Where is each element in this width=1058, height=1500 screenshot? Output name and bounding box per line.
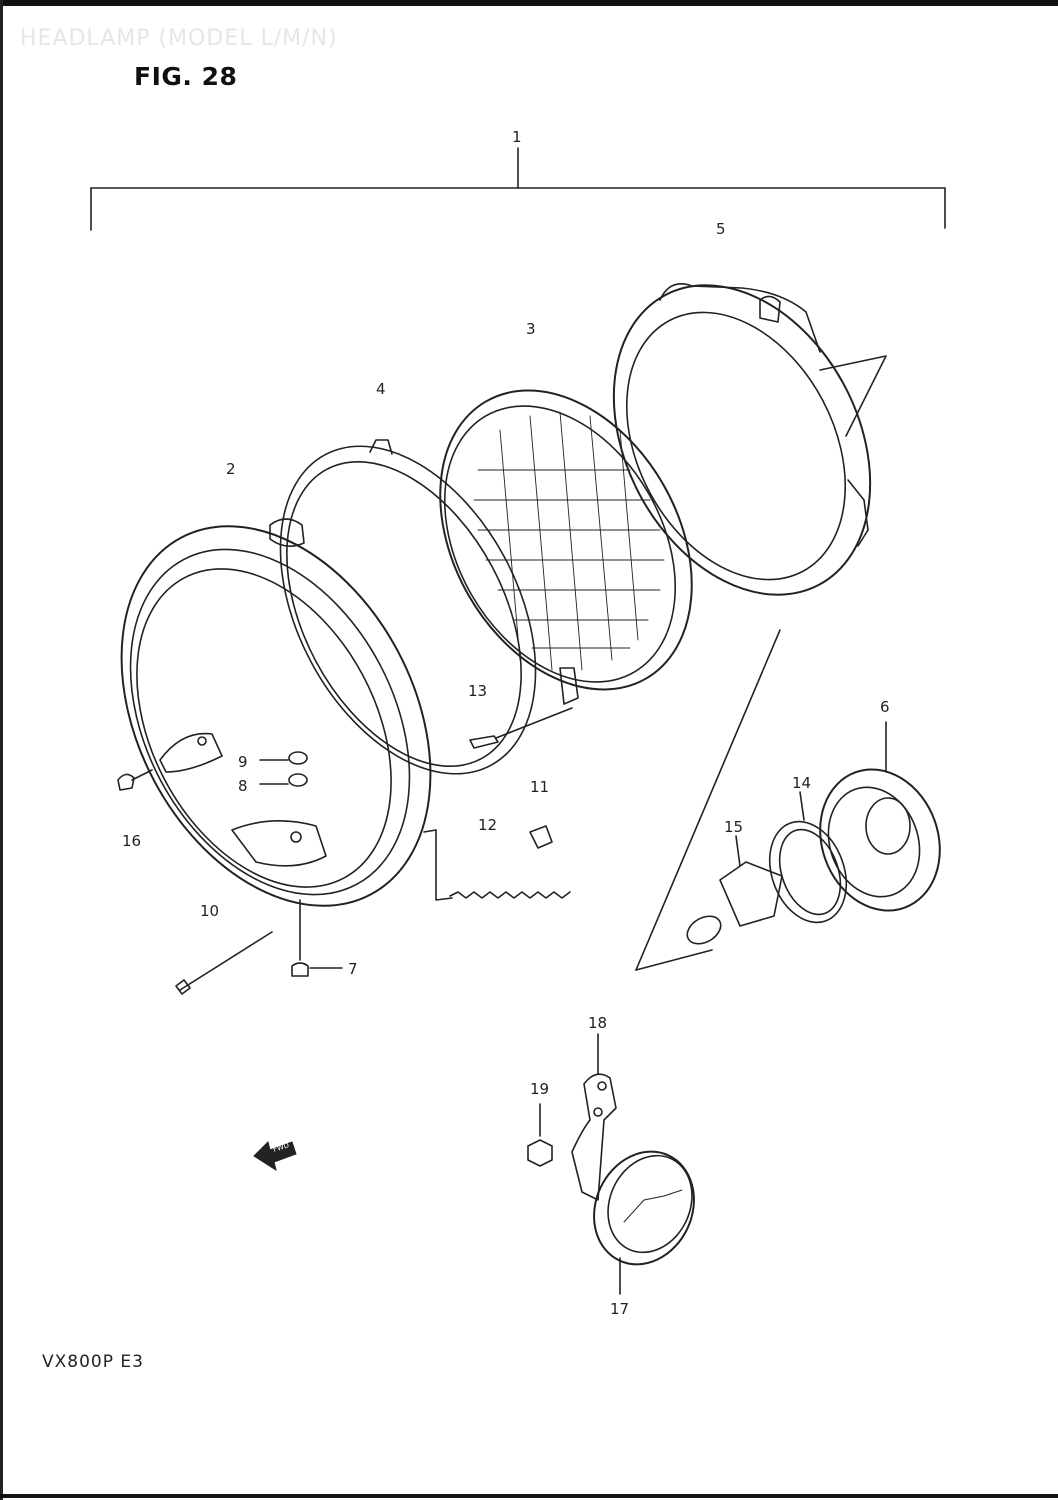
callout-11: 11 xyxy=(530,778,549,796)
callout-17: 17 xyxy=(610,1300,629,1318)
hex-nut xyxy=(527,1103,553,1167)
spring-clip xyxy=(529,825,553,849)
callout-15: 15 xyxy=(724,818,743,836)
headlamp-rim xyxy=(120,518,432,907)
callout-14: 14 xyxy=(792,774,811,792)
callout-9: 9 xyxy=(238,753,248,771)
callout-labels: 1 2 3 4 5 6 7 8 9 10 11 12 13 14 15 16 1… xyxy=(122,128,890,1318)
faded-page-title: HEADLAMP (MODEL L/M/N) xyxy=(20,26,338,51)
rim-screw xyxy=(117,769,153,791)
retaining-ring xyxy=(279,439,537,775)
adjusting-spring xyxy=(423,829,571,901)
adjusting-screw xyxy=(469,707,573,749)
callout-13: 13 xyxy=(468,682,487,700)
halogen-bulb xyxy=(686,835,783,945)
callout-2: 2 xyxy=(226,460,236,478)
bottom-border xyxy=(0,1494,1058,1498)
mounting-bracket xyxy=(571,1033,617,1201)
callout-4: 4 xyxy=(376,380,386,398)
callout-18: 18 xyxy=(588,1014,607,1032)
top-border xyxy=(0,0,1058,6)
headlamp-unit xyxy=(439,389,693,705)
callout-6: 6 xyxy=(880,698,890,716)
model-code-label: VX800P E3 xyxy=(42,1352,144,1372)
callout-1: 1 xyxy=(512,128,522,146)
callout-12: 12 xyxy=(478,816,497,834)
small-screw xyxy=(291,899,343,977)
callout-5: 5 xyxy=(716,220,726,238)
callout-8: 8 xyxy=(238,777,248,795)
callout-16: 16 xyxy=(122,832,141,850)
callout-7: 7 xyxy=(348,960,358,978)
left-border xyxy=(0,0,3,1500)
long-adjusting-screw xyxy=(175,931,273,995)
callout-19: 19 xyxy=(530,1080,549,1098)
emblem-cap xyxy=(593,1150,695,1295)
headlamp-housing xyxy=(612,283,887,596)
callout-10: 10 xyxy=(200,902,219,920)
assembly-bracket xyxy=(90,147,946,231)
assembly-guide-lines xyxy=(635,629,781,971)
callout-3: 3 xyxy=(526,320,536,338)
forward-arrow-icon: FWD xyxy=(253,1141,297,1172)
nut-and-washer xyxy=(259,751,308,787)
socket-cover xyxy=(819,721,941,912)
figure-number: FIG. 28 xyxy=(134,62,238,91)
bulb-holder xyxy=(768,791,848,924)
